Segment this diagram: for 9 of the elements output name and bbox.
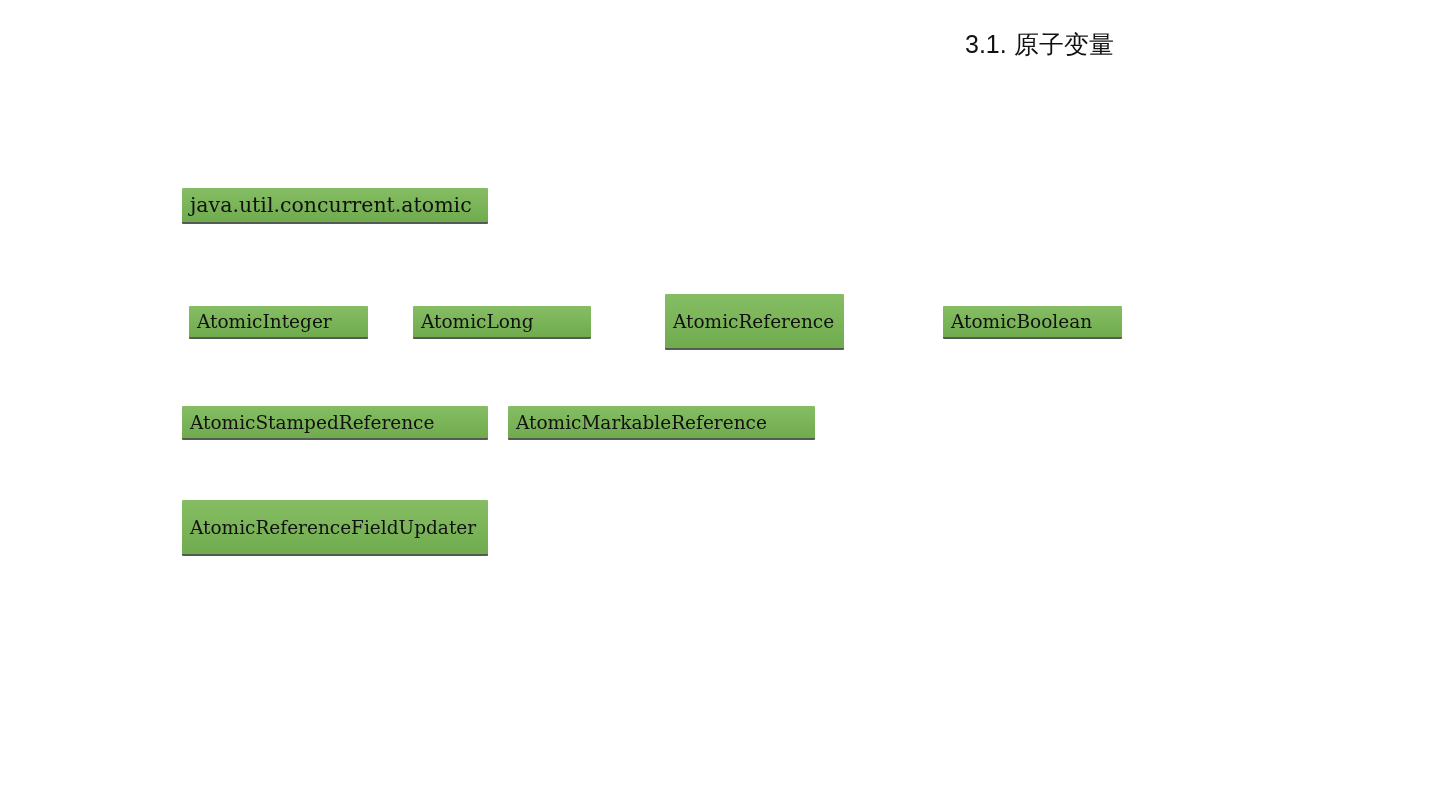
class-box: AtomicMarkableReference (508, 406, 815, 440)
class-box: AtomicInteger (189, 306, 368, 339)
class-box: AtomicStampedReference (182, 406, 488, 440)
class-box: AtomicReference (665, 294, 844, 350)
package-box: java.util.concurrent.atomic (182, 188, 488, 224)
class-box: AtomicLong (413, 306, 591, 339)
slide-title: 3.1. 原子变量 (965, 29, 1114, 60)
class-box: AtomicReferenceFieldUpdater (182, 500, 488, 556)
class-box: AtomicBoolean (943, 306, 1122, 339)
